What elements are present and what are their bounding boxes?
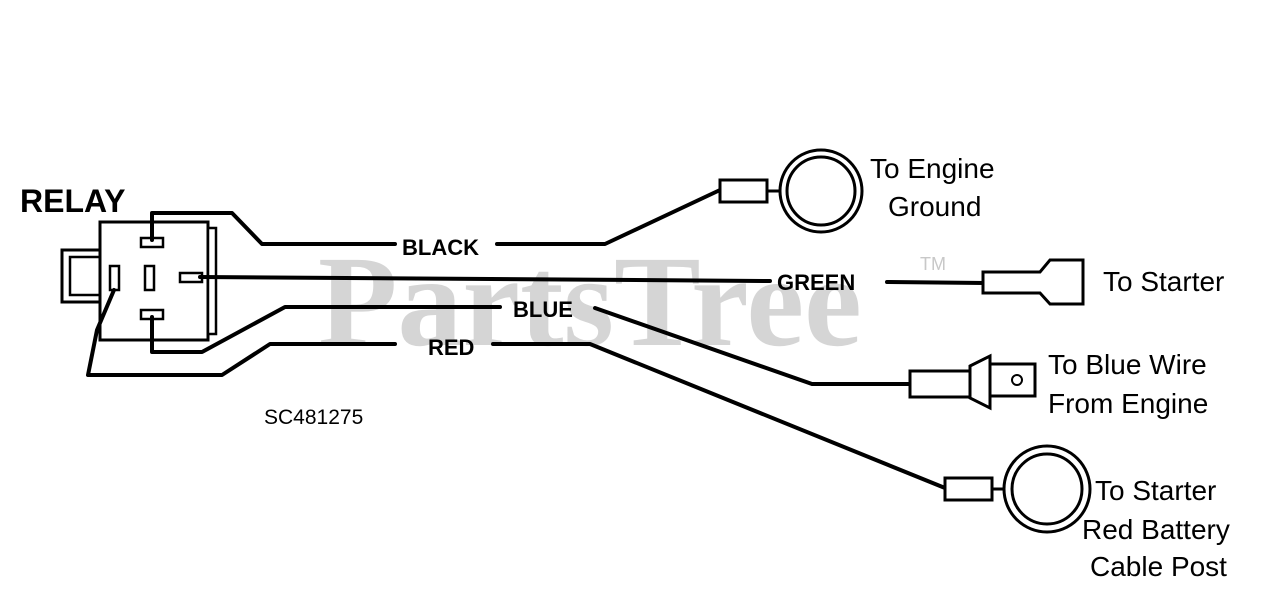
destination-starter-battery-post: To Starter Red Battery Cable Post [1082, 475, 1230, 582]
ring-terminal-starter-battery-icon [943, 444, 1092, 534]
wire-label-black: BLACK [402, 235, 479, 260]
part-code: SC481275 [264, 406, 363, 429]
wire-black: BLACK [150, 188, 722, 260]
watermark: PartsTree TM [318, 230, 946, 374]
destination-blue-wire-engine-line-2: From Engine [1048, 388, 1208, 419]
spade-terminal-starter-icon [981, 258, 1085, 306]
destination-starter: To Starter [1103, 266, 1224, 297]
destination-starter-battery-post-line-1: To Starter [1095, 475, 1216, 506]
bullet-connector-blue-wire-icon [908, 353, 1037, 411]
destination-starter-battery-post-line-3: Cable Post [1090, 551, 1227, 582]
wire-label-blue: BLUE [513, 297, 573, 322]
destination-blue-wire-engine-line-1: To Blue Wire [1048, 349, 1207, 380]
wire-label-red: RED [428, 335, 474, 360]
relay-terminal-left [108, 264, 121, 292]
wire-label-green: GREEN [777, 270, 855, 295]
relay-terminal-center [143, 264, 156, 292]
wire-green: GREEN [198, 270, 987, 295]
watermark-brand: PartsTree [318, 230, 862, 374]
destination-starter-battery-post-line-2: Red Battery [1082, 514, 1230, 545]
wire-red: RED [86, 288, 947, 490]
ring-terminal-engine-ground-icon [718, 148, 864, 234]
destination-starter-line-1: To Starter [1103, 266, 1224, 297]
wire-blue: BLUE [150, 297, 912, 386]
destination-engine-ground-line-2: Ground [888, 191, 981, 222]
destination-engine-ground: To Engine Ground [870, 153, 995, 222]
relay-body [60, 220, 218, 342]
destination-engine-ground-line-1: To Engine [870, 153, 995, 184]
watermark-trademark: TM [920, 254, 946, 274]
destination-blue-wire-engine: To Blue Wire From Engine [1048, 349, 1208, 419]
relay-title: RELAY [20, 183, 126, 219]
